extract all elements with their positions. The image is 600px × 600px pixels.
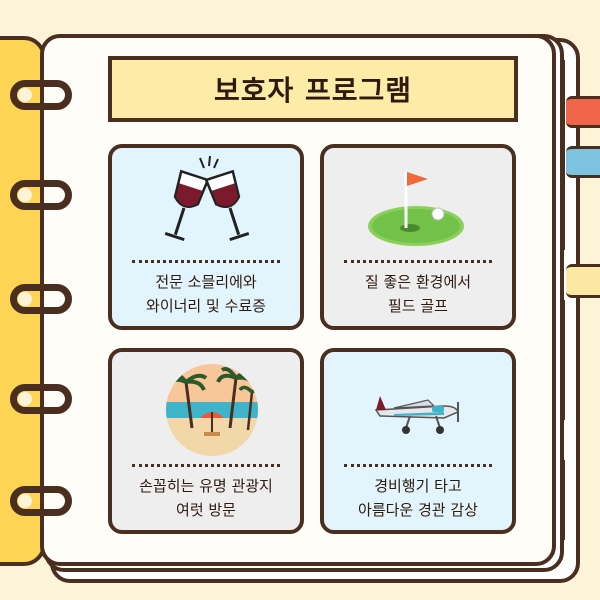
program-card-wine: 전문 소믈리에와 와이너리 및 수료증 bbox=[108, 144, 304, 330]
program-card-golf: 질 좋은 환경에서 필드 골프 bbox=[320, 144, 516, 330]
card-caption-line: 경비행기 타고 bbox=[374, 477, 462, 495]
card-caption-line: 여럿 방문 bbox=[176, 501, 236, 519]
dotted-divider bbox=[132, 464, 280, 467]
dotted-divider bbox=[132, 260, 280, 263]
program-card-flight: 경비행기 타고 아름다운 경관 감상 bbox=[320, 348, 516, 534]
card-caption-line: 질 좋은 환경에서 bbox=[364, 273, 472, 291]
binder-ring bbox=[10, 180, 72, 210]
program-card-tour: 손꼽히는 유명 관광지 여럿 방문 bbox=[108, 348, 304, 534]
binder-ring bbox=[10, 384, 72, 414]
card-caption-line: 전문 소믈리에와 bbox=[155, 273, 257, 291]
airplane-icon bbox=[374, 396, 459, 434]
binder-ring bbox=[10, 486, 72, 516]
wine-glasses-icon bbox=[164, 155, 250, 242]
card-caption: 전문 소믈리에와 와이너리 및 수료증 bbox=[112, 270, 300, 318]
card-caption-line: 손꼽히는 유명 관광지 bbox=[139, 477, 273, 495]
dotted-divider bbox=[344, 464, 492, 467]
page-title: 보호자 프로그램 bbox=[213, 74, 413, 107]
card-caption: 손꼽히는 유명 관광지 여럿 방문 bbox=[112, 474, 300, 522]
page-edge-line bbox=[562, 460, 565, 540]
blue-tab bbox=[566, 146, 600, 178]
card-caption: 질 좋은 환경에서 필드 골프 bbox=[324, 270, 512, 318]
card-caption-line: 와이너리 및 수료증 bbox=[146, 297, 266, 315]
yellow-tab bbox=[566, 264, 600, 298]
title-banner: 보호자 프로그램 bbox=[108, 56, 518, 122]
dotted-divider bbox=[344, 260, 492, 263]
page-edge-line bbox=[562, 300, 565, 420]
binder-ring bbox=[10, 80, 72, 110]
card-caption-line: 필드 골프 bbox=[388, 297, 448, 315]
palm-beach-icon bbox=[166, 364, 258, 456]
card-caption-line: 아름다운 경관 감상 bbox=[358, 501, 478, 519]
page-edge-line bbox=[562, 60, 565, 250]
binder-ring bbox=[10, 284, 72, 314]
golf-green-icon bbox=[368, 172, 464, 246]
red-tab bbox=[566, 96, 600, 128]
card-caption: 경비행기 타고 아름다운 경관 감상 bbox=[324, 474, 512, 522]
